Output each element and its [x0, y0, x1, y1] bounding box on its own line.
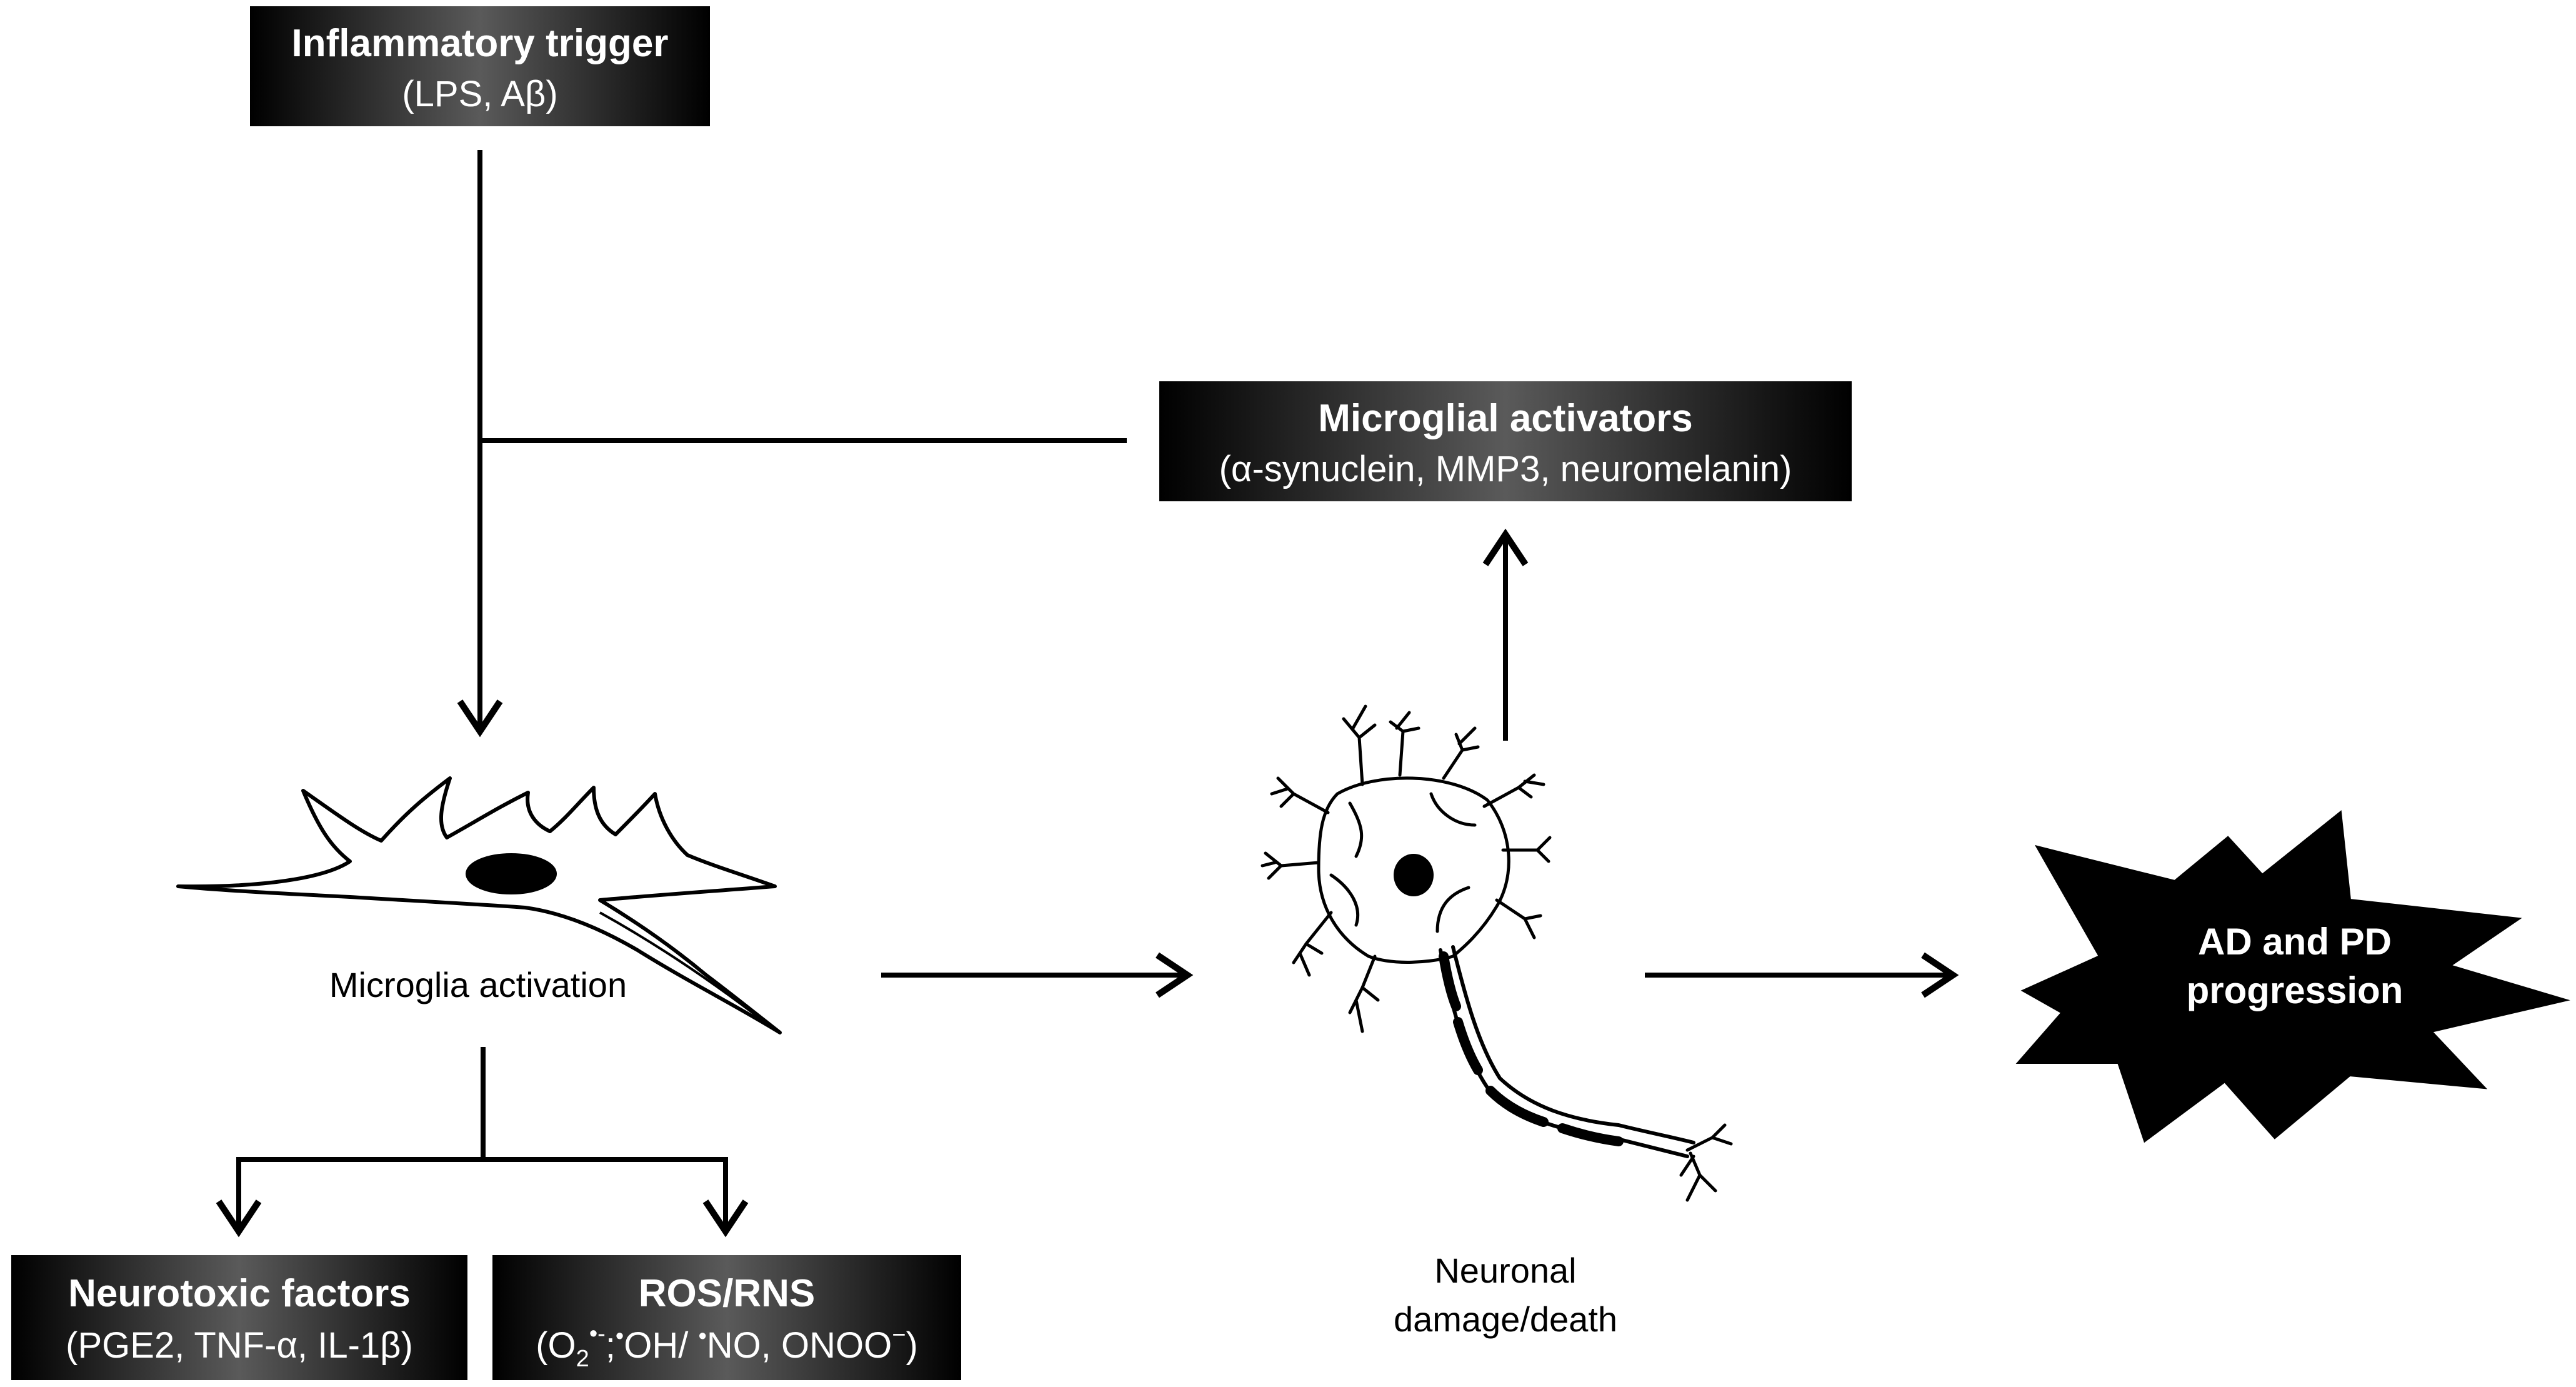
neuron-nucleus [1394, 854, 1434, 896]
microglial-activators-title: Microglial activators [1318, 397, 1693, 440]
microglia-nucleus [466, 853, 557, 894]
connectors [216, 150, 1959, 1238]
outcome-line2: progression [2187, 969, 2404, 1011]
neurotoxic-factors-box: Neurotoxic factors (PGE2, TNF-α, IL-1β) [11, 1255, 467, 1380]
neuron-dendrite [1482, 773, 1545, 808]
inflammatory-trigger-title: Inflammatory trigger [292, 22, 669, 65]
neuron-dendrite [1501, 836, 1552, 863]
microglia-label: Microglia activation [329, 965, 627, 1004]
neurotoxic-factors-title: Neurotoxic factors [68, 1272, 411, 1315]
neuron-dendrite [1342, 704, 1377, 786]
inflammatory-trigger-box: Inflammatory trigger (LPS, Aβ) [250, 6, 710, 126]
neuron-dendrite [1389, 711, 1420, 777]
neuron-axon [1451, 945, 1695, 1144]
outcome-starburst: AD and PD progression [2015, 810, 2570, 1143]
neuron-myelin [1439, 951, 1624, 1146]
starburst-shape [2015, 810, 2570, 1143]
ros-rns-subtitle: (O2•-;•OH/ •NO, ONOO−) [536, 1321, 918, 1372]
neuron-label-line2: damage/death [1394, 1299, 1617, 1339]
neuron-dendrite [1442, 726, 1480, 780]
microglial-activators-box: Microglial activators (α-synuclein, MMP3… [1159, 381, 1852, 501]
neuron-dendrite [1261, 851, 1320, 880]
ros-rns-box: ROS/RNS (O2•-;•OH/ •NO, ONOO−) [492, 1255, 961, 1380]
neuron-axon-terminal [1679, 1123, 1733, 1202]
outcome-line1: AD and PD [2198, 921, 2392, 963]
neuron-dendrite [1348, 954, 1380, 1033]
inflammatory-trigger-subtitle: (LPS, Aβ) [402, 74, 557, 114]
microglia-cell-body [176, 776, 782, 1034]
neuron-dendrite [1495, 898, 1542, 939]
microglial-activators-subtitle: (α-synuclein, MMP3, neuromelanin) [1219, 449, 1792, 489]
neuron-illustration [1261, 704, 1733, 1202]
neuron-dendrite [1292, 911, 1333, 977]
microglia-process-line [599, 911, 770, 1026]
neurotoxic-factors-subtitle: (PGE2, TNF-α, IL-1β) [66, 1325, 413, 1366]
microglia-cell-illustration [176, 776, 782, 1034]
neuron-dendrite [1270, 776, 1330, 814]
neuron-label-line1: Neuronal [1434, 1251, 1576, 1290]
ros-rns-title: ROS/RNS [639, 1272, 815, 1315]
